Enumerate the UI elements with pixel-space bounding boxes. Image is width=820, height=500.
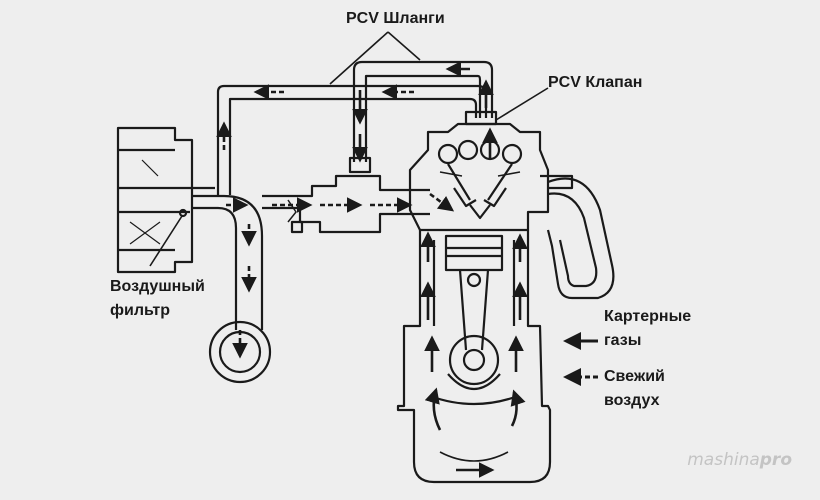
site-watermark: mashinapro [687, 450, 792, 470]
cylinder-head [408, 122, 550, 232]
blowby-legend-label-line2: газы [604, 332, 642, 349]
blowby-legend-label-line1: Картерные [604, 308, 692, 325]
pcv-hoses-label: PCV Шланги [346, 10, 445, 27]
air-filter-label-line1: Воздушный [110, 278, 205, 295]
fresh-air-legend-label-line2: воздух [604, 392, 660, 409]
exhaust-manifold [540, 174, 615, 300]
leader-lines [149, 31, 549, 267]
pcv-valve-label: PCV Клапан [548, 74, 643, 91]
engine-block [396, 230, 552, 484]
watermark-suffix: pro [759, 450, 792, 470]
watermark-prefix: mashina [687, 450, 760, 470]
blowby-arrows [352, 61, 528, 478]
fresh-air-arrows [216, 84, 455, 359]
air-filter-label-line2: фильтр [110, 302, 171, 319]
intake-duct [192, 174, 430, 384]
air-filter [116, 126, 215, 274]
fresh-air-legend-label-line1: Свежий [604, 368, 665, 385]
